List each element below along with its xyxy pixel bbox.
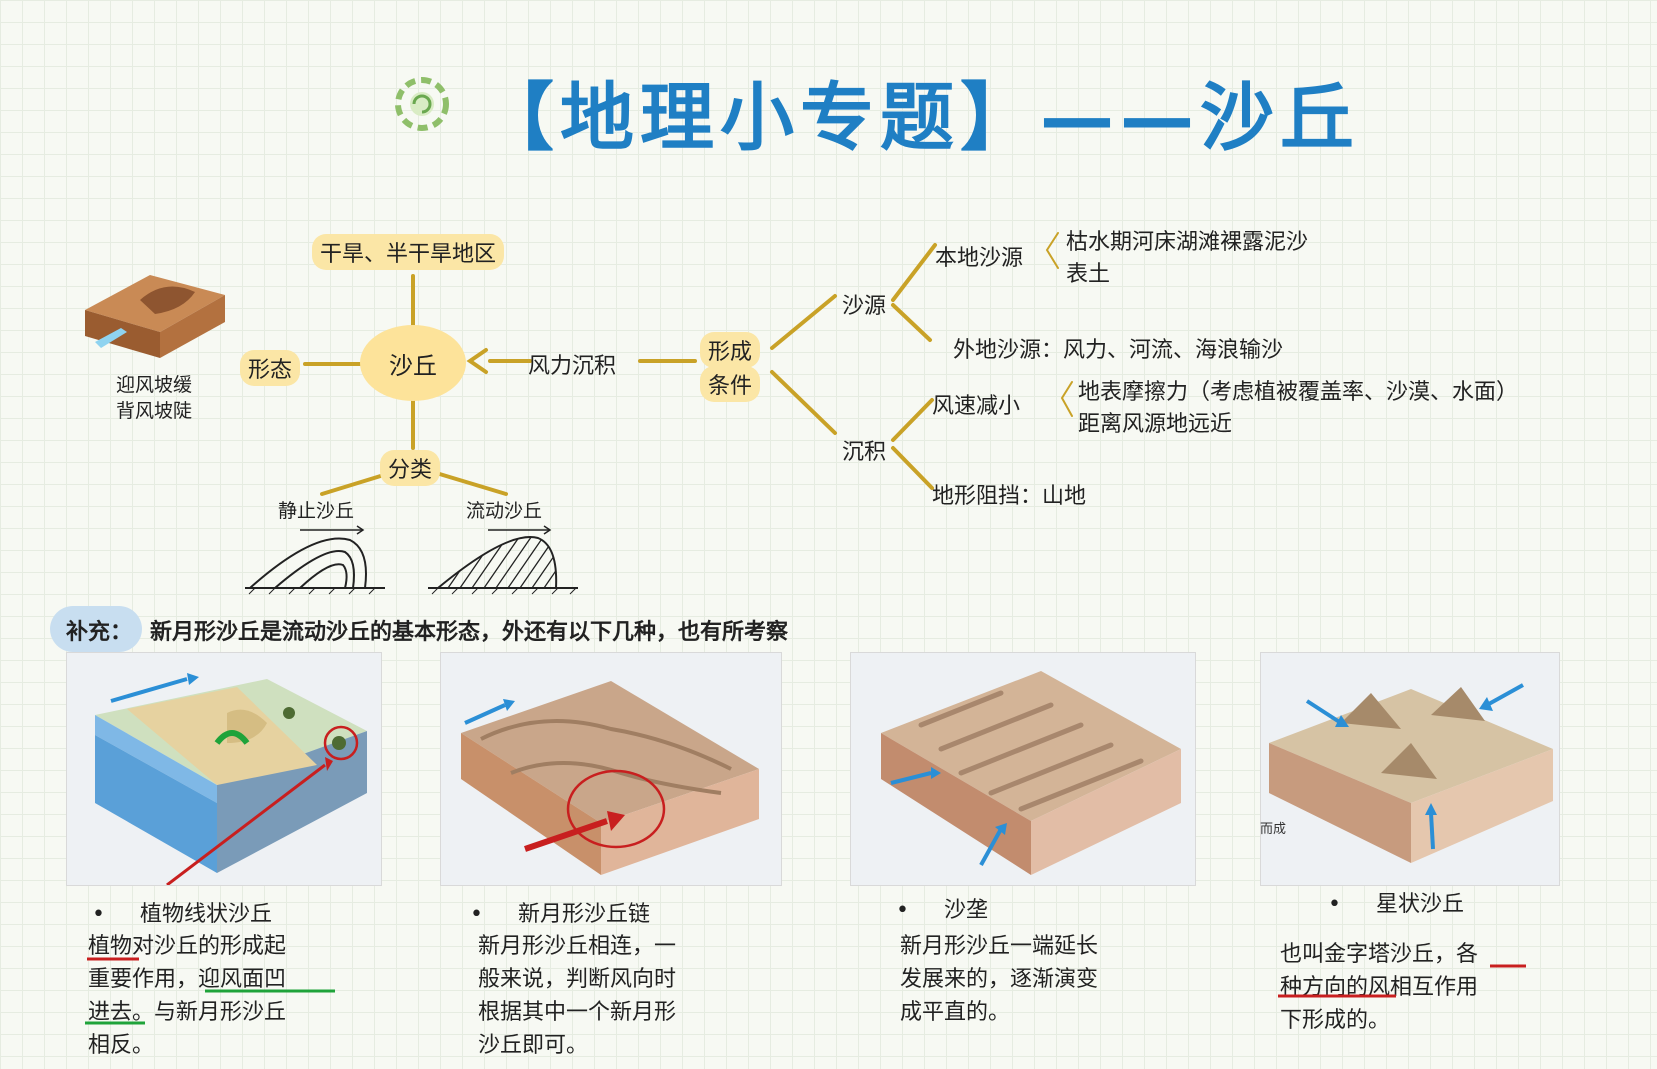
bullet-icon: • [470,902,518,927]
card-line: 下形成的。 [1280,1008,1391,1033]
external-source-label: 外地沙源：风力、河流、海浪输沙 [953,338,1284,363]
moving-dune-sketch [428,520,578,595]
static-dune-label: 静止沙丘 [278,500,355,522]
classification-label: 分类 [380,450,441,486]
card-line: 重要作用，迎风面凹 [88,967,287,992]
card-line: 根据其中一个新月形 [478,1000,677,1025]
formation-label: 形成 [700,332,761,368]
card-title: • 沙垄 [896,892,988,924]
static-dune-sketch [245,520,385,595]
card-line: 新月形沙丘相连，一 [478,934,677,959]
local-source-item: 枯水期河床湖滩裸露泥沙 [1066,230,1309,255]
wind-decrease-label: 风速减小 [932,394,1021,419]
wind-factor-item: 地表摩擦力（考虑植被覆盖率、沙漠、水面） [1078,380,1519,405]
photo-caption-fragment: 而成 [1260,822,1287,837]
supplement-tag-bg [50,606,142,652]
sand-source-label: 沙源 [842,294,887,319]
local-source-label: 本地沙源 [935,246,1024,271]
bullet-icon: • [92,902,140,927]
dune-block-illustration [85,270,225,365]
card-title: • 植物线状沙丘 [92,896,272,928]
card-line: 发展来的，逐渐演变 [900,967,1099,992]
moving-dune-label: 流动沙丘 [466,500,543,522]
terrain-block-label: 地形阻挡：山地 [932,484,1087,509]
leeward-caption: 背风坡陡 [116,400,193,422]
supplement-tag: 补充： [66,620,133,645]
bullet-icon: • [1328,892,1376,917]
card-line: 般来说，判断风向时 [478,967,677,992]
card-body: 新月形沙丘相连，一 般来说，判断风向时 根据其中一个新月形 沙丘即可。 [478,930,676,1062]
annotation-underlines [85,957,335,1025]
region-label: 干旱、半干旱地区 [312,234,505,270]
photo-linear-dune [850,652,1196,886]
card-line: 相反。 [88,1033,155,1058]
card-line: 新月形沙丘一端延长 [900,934,1099,959]
annotation-underlines [1278,964,1526,998]
card-line: 植物对沙丘的形成起 [88,934,287,959]
logo-icon [388,70,456,138]
conditions-label: 条件 [700,366,761,402]
card-line: 也叫金字塔沙丘，各 [1280,942,1479,967]
card-title-text: 沙垄 [943,898,988,923]
card-line: 成平直的。 [900,1000,1011,1025]
card-title-text: 植物线状沙丘 [139,902,272,927]
center-node: 沙丘 [360,325,466,401]
form-label: 形态 [240,350,301,386]
windward-caption: 迎风坡缓 [116,374,193,396]
page-title: 【地理小专题】——沙丘 [480,75,1360,161]
card-line: 沙丘即可。 [478,1033,589,1058]
supplement-text: 新月形沙丘是流动沙丘的基本形态，外还有以下几种，也有所考察 [150,620,789,645]
photo-star-dune [1260,652,1560,886]
deposition-label: 沉积 [842,440,887,465]
card-title-text: 新月形沙丘链 [517,902,650,927]
card-title-text: 星状沙丘 [1375,892,1464,917]
photo-barchan-chain [440,652,782,886]
card-body: 新月形沙丘一端延长 发展来的，逐渐演变 成平直的。 [900,930,1098,1029]
local-source-item: 表土 [1066,262,1111,287]
card-body: 植物对沙丘的形成起 重要作用，迎风面凹 进去。与新月形沙丘 相反。 [88,930,286,1062]
card-line: 进去。与新月形沙丘 [88,1000,287,1025]
bullet-icon: • [896,898,944,923]
card-title: • 新月形沙丘链 [470,896,650,928]
photo-vegetation-dune [66,652,382,886]
wind-deposition-label: 风力沉积 [528,354,617,379]
card-body: 也叫金字塔沙丘，各 种方向的风相互作用 下形成的。 [1280,938,1478,1037]
wind-factor-item: 距离风源地远近 [1078,412,1233,437]
card-title: • 星状沙丘 [1328,886,1464,918]
